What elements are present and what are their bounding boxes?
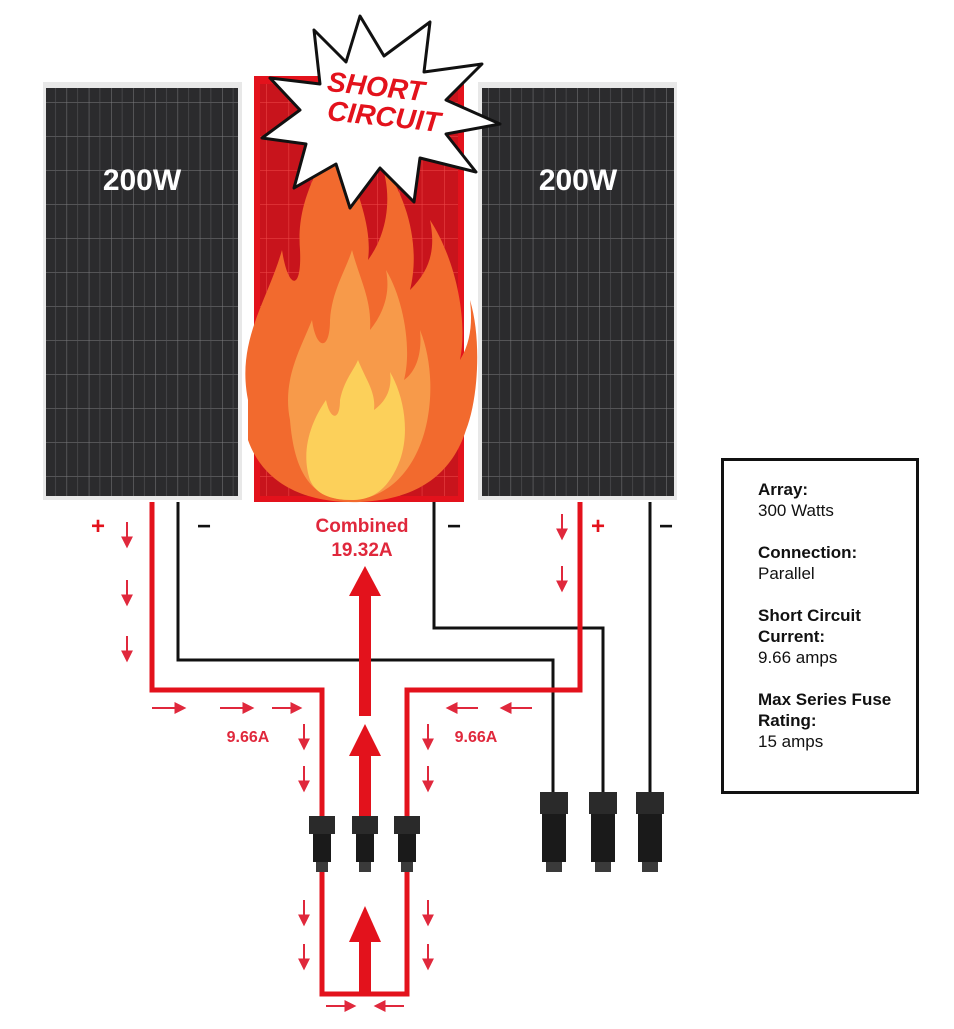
left-minus-sign: − bbox=[197, 513, 211, 540]
info-label: Short Circuit Current: bbox=[758, 606, 861, 646]
left-solar-panel bbox=[43, 82, 242, 500]
info-short-circuit-current: Short Circuit Current: 9.66 amps bbox=[758, 605, 916, 669]
y-branch-connectors bbox=[309, 816, 420, 872]
right-solar-panel bbox=[478, 82, 677, 500]
info-value: 15 amps bbox=[758, 732, 824, 751]
mc4-connectors bbox=[540, 792, 664, 872]
info-label: Connection: bbox=[758, 543, 858, 562]
info-value: 9.66 amps bbox=[758, 648, 838, 667]
info-fuse-rating: Max Series Fuse Rating: 15 amps bbox=[758, 689, 916, 753]
left-plus-sign: + bbox=[91, 513, 105, 540]
right-panel-label: 200W bbox=[539, 164, 618, 197]
combined-label: Combined bbox=[316, 516, 409, 537]
info-value: 300 Watts bbox=[758, 501, 834, 520]
specifications-box: Array: 300 Watts Connection: Parallel Sh… bbox=[721, 458, 919, 794]
fire-icon bbox=[245, 140, 478, 503]
info-array: Array: 300 Watts bbox=[758, 479, 916, 522]
right-plus-sign: + bbox=[591, 513, 605, 540]
middle-minus-sign: − bbox=[447, 513, 461, 540]
current-flow-arrows bbox=[121, 514, 568, 1012]
left-branch-current: 9.66A bbox=[227, 729, 270, 746]
combined-current-arrows bbox=[349, 566, 381, 994]
info-connection: Connection: Parallel bbox=[758, 542, 916, 585]
info-label: Max Series Fuse Rating: bbox=[758, 690, 892, 730]
info-value: Parallel bbox=[758, 564, 815, 583]
left-panel-label: 200W bbox=[103, 164, 182, 197]
info-label: Array: bbox=[758, 480, 809, 499]
right-branch-current: 9.66A bbox=[455, 729, 498, 746]
combined-value: 19.32A bbox=[331, 540, 393, 561]
right-minus-sign: − bbox=[659, 513, 673, 540]
short-circuit-burst-icon bbox=[260, 14, 502, 210]
